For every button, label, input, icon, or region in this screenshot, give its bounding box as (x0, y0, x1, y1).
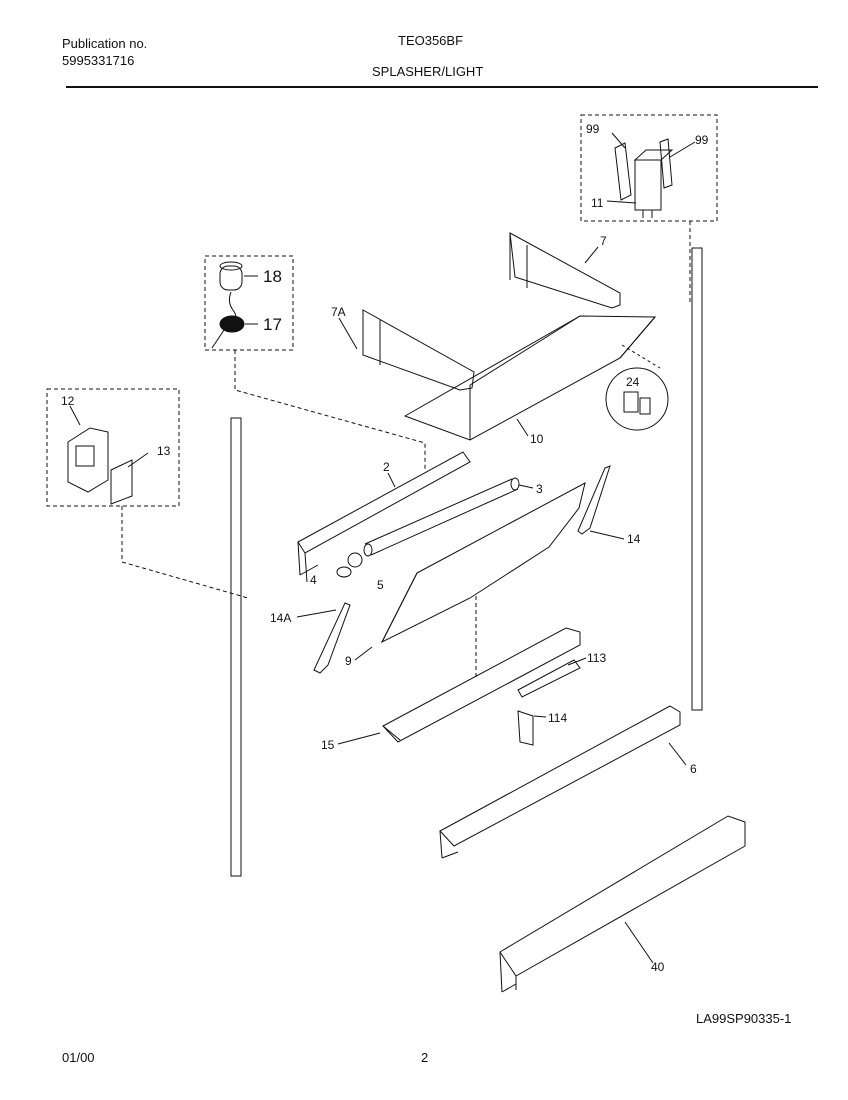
callout-2: 2 (383, 460, 390, 474)
bracket-114 (517, 710, 534, 746)
kick-plate-40 (499, 815, 746, 993)
clock-assembly (67, 427, 133, 505)
bracket-7 (509, 232, 621, 309)
callout-3: 3 (536, 482, 543, 496)
callout-99-right: 99 (695, 133, 709, 147)
callout-7: 7 (600, 234, 607, 248)
lamp-assembly (211, 261, 245, 349)
callout-114: 114 (548, 711, 567, 725)
channel-2 (297, 451, 471, 583)
callout-5: 5 (377, 578, 384, 592)
tube-3 (363, 477, 520, 557)
connector-lamp (234, 350, 426, 470)
relay-assembly (614, 138, 674, 218)
callout-11: 11 (591, 196, 604, 210)
switch-detail-circle (605, 367, 669, 431)
bar-6 (439, 705, 681, 859)
publication-number: 5995331716 (62, 53, 135, 68)
callout-17: 17 (263, 315, 282, 334)
bracket-7a (362, 309, 475, 391)
callout-18: 18 (263, 267, 282, 286)
callout-24: 24 (626, 375, 640, 389)
callout-6: 6 (690, 762, 697, 776)
page-number: 2 (421, 1050, 429, 1065)
rail-15 (382, 627, 581, 743)
section-title: SPLASHER/LIGHT (372, 64, 484, 79)
sockets (336, 552, 363, 578)
glass-9 (380, 482, 586, 644)
callout-40: 40 (651, 960, 665, 974)
callout-10: 10 (530, 432, 544, 446)
callout-15: 15 (321, 738, 335, 752)
side-rod-left (230, 417, 242, 877)
callout-14a: 14A (270, 611, 291, 625)
footer-date: 01/00 (62, 1050, 95, 1065)
connector-clock (121, 506, 249, 599)
callout-4: 4 (310, 573, 317, 587)
bracket-113 (517, 659, 581, 698)
callout-113: 113 (587, 651, 606, 665)
end-piece-14a (313, 602, 351, 674)
side-rod-right (691, 247, 703, 711)
model-number: TEO356BF (398, 33, 464, 48)
callout-7a: 7A (331, 305, 346, 319)
switch-24 (623, 391, 651, 415)
end-piece-14 (577, 465, 611, 535)
callout-99-left: 99 (586, 122, 600, 136)
callout-9: 9 (345, 654, 352, 668)
box-clock (46, 388, 180, 507)
callout-14: 14 (627, 532, 641, 546)
panel-10 (403, 315, 657, 441)
box-relay (580, 114, 718, 222)
callout-12: 12 (61, 394, 75, 408)
publication-label: Publication no. (62, 36, 148, 51)
box-lamp (204, 255, 294, 351)
callout-13: 13 (157, 444, 171, 458)
drawing-id: LA99SP90335-1 (696, 1011, 792, 1026)
